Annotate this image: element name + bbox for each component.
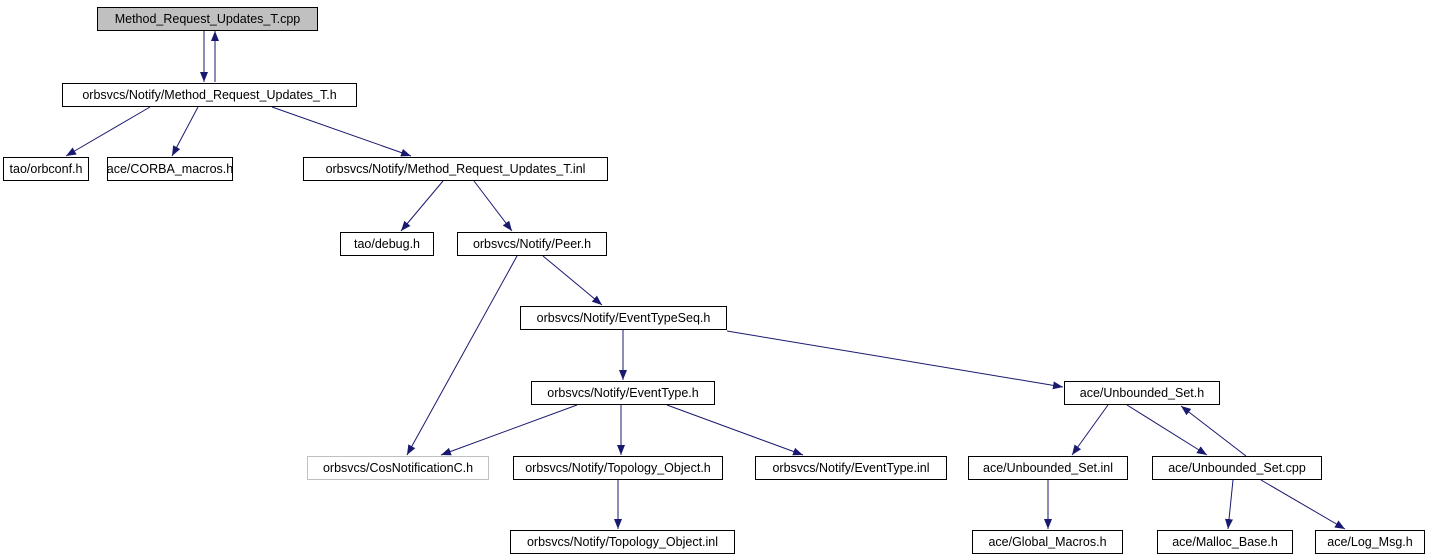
node-method-request-updates-t-inl[interactable]: orbsvcs/Notify/Method_Request_Updates_T.… <box>303 157 608 181</box>
node-cosnotificationc-h: orbsvcs/CosNotificationC.h <box>307 456 489 480</box>
node-method-request-updates-t-h[interactable]: orbsvcs/Notify/Method_Request_Updates_T.… <box>62 83 357 107</box>
edge-etseq-to-unbh <box>726 330 1064 390</box>
node-tao-orbconf-h[interactable]: tao/orbconf.h <box>3 157 89 181</box>
node-notify-eventtype-h[interactable]: orbsvcs/Notify/EventType.h <box>531 381 715 405</box>
node-ace-malloc-base-h[interactable]: ace/Malloc_Base.h <box>1157 530 1293 554</box>
node-ace-unbounded-set-cpp[interactable]: ace/Unbounded_Set.cpp <box>1152 456 1322 480</box>
edge-unbcpp-to-malloc <box>1225 479 1234 530</box>
edge-mruh-to-corba <box>171 106 199 157</box>
node-method-request-updates-t-cpp: Method_Request_Updates_T.cpp <box>97 7 318 31</box>
edge-peer-to-cosnotif <box>406 255 518 456</box>
node-notify-eventtype-inl[interactable]: orbsvcs/Notify/EventType.inl <box>755 456 947 480</box>
edge-mruh-to-mruinl <box>271 106 412 157</box>
node-tao-debug-h[interactable]: tao/debug.h <box>340 232 434 256</box>
node-ace-corba-macros-h[interactable]: ace/CORBA_macros.h <box>107 157 233 181</box>
node-notify-eventtypeseq-h[interactable]: orbsvcs/Notify/EventTypeSeq.h <box>520 306 727 330</box>
node-ace-log-msg-h[interactable]: ace/Log_Msg.h <box>1315 530 1425 554</box>
edge-etype-to-cosnotif <box>440 404 578 456</box>
edge-unbcpp-to-unbh <box>1180 405 1247 457</box>
edge-unbh-to-unbinl <box>1071 404 1109 456</box>
node-ace-global-macros-h[interactable]: ace/Global_Macros.h <box>972 530 1123 554</box>
node-ace-unbounded-set-h[interactable]: ace/Unbounded_Set.h <box>1064 381 1220 405</box>
edge-mruinl-to-debug <box>400 180 444 232</box>
node-notify-peer-h[interactable]: orbsvcs/Notify/Peer.h <box>457 232 607 256</box>
edge-mruh-to-orbconf <box>65 106 151 157</box>
edge-etype-to-etypeinl <box>666 404 804 456</box>
edge-peer-to-etseq <box>542 255 603 306</box>
node-notify-topology-object-inl[interactable]: orbsvcs/Notify/Topology_Object.inl <box>510 530 735 554</box>
edge-unbcpp-to-logmsg <box>1260 479 1346 530</box>
edge-unbh-to-unbcpp <box>1126 404 1208 456</box>
node-notify-topology-object-h[interactable]: orbsvcs/Notify/Topology_Object.h <box>513 456 723 480</box>
node-ace-unbounded-set-inl[interactable]: ace/Unbounded_Set.inl <box>968 456 1128 480</box>
edge-mruinl-to-peer <box>473 180 513 232</box>
